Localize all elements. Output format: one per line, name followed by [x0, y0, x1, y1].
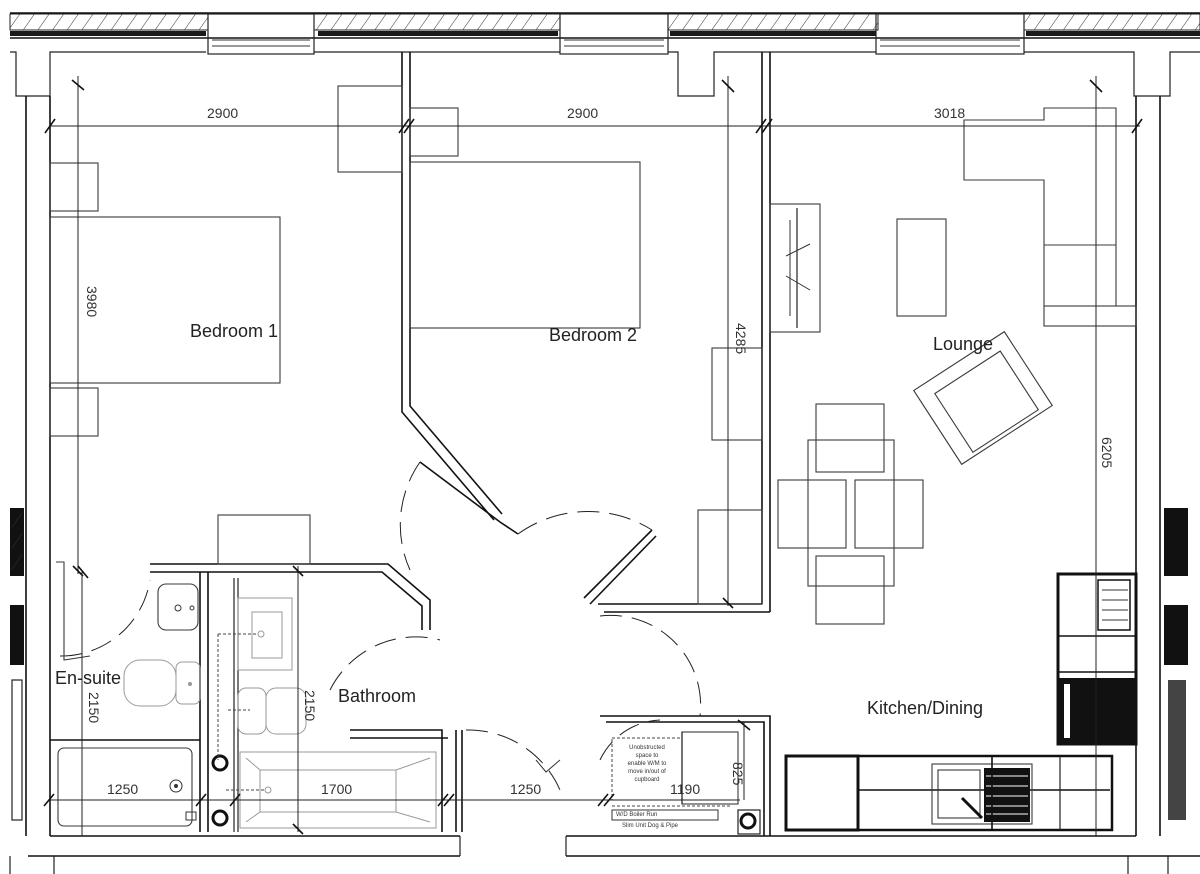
armchair — [912, 330, 1054, 466]
room-label-lounge: Lounge — [933, 334, 993, 354]
svg-text:enable W/M to: enable W/M to — [628, 761, 667, 767]
dim-label-bedroom2-width: 2900 — [567, 105, 598, 121]
room-label-ensuite: En-suite — [55, 668, 121, 688]
svg-text:move in/out of: move in/out of — [628, 769, 666, 775]
coffee-table — [896, 218, 947, 317]
toilet — [123, 659, 177, 707]
room-label-bedroom2: Bedroom 2 — [549, 325, 637, 345]
wardrobe — [337, 85, 403, 173]
dim-label-bath-width: 1700 — [321, 781, 352, 797]
dimension-lines — [43, 76, 1143, 836]
svg-text:cupboard: cupboard — [634, 777, 659, 783]
cupboard — [611, 731, 761, 835]
bedside-table — [49, 387, 99, 437]
dim-label-bedroom1-depth: 3980 — [84, 286, 100, 317]
sink — [931, 763, 1033, 825]
external-wall-top — [9, 12, 1200, 39]
wardrobe — [697, 509, 763, 605]
svg-text:space to: space to — [636, 753, 659, 759]
dim-label-cupboard-depth: 825 — [730, 762, 746, 786]
room-label-kitchen-dining: Kitchen/Dining — [867, 698, 983, 718]
bed — [49, 216, 281, 384]
toilet — [237, 687, 267, 735]
dining-chair — [815, 403, 885, 473]
dining-chair — [777, 479, 847, 549]
dining-chair — [854, 479, 924, 549]
cupboard-note: Unobstructed space to enable W/M to move… — [628, 745, 667, 783]
corner-sofa — [963, 107, 1117, 307]
dim-label-bedroom2-depth: 4285 — [733, 323, 749, 354]
dim-label-cupboard-width: 1190 — [670, 781, 700, 797]
dim-label-ensuite-shower-width: 1250 — [107, 781, 138, 797]
room-label-bathroom: Bathroom — [338, 686, 416, 706]
windows — [207, 13, 1025, 55]
ensuite-fixtures — [50, 561, 229, 827]
bedside-table — [49, 162, 99, 212]
door-swings — [59, 461, 702, 791]
external-walls-sides — [10, 96, 1188, 836]
services-note: W/D Boiler Run Slim Unit Dog & Pipe — [616, 812, 679, 829]
oven — [1058, 678, 1136, 744]
tv-unit — [769, 203, 821, 333]
bedside-table — [409, 107, 459, 157]
internal-walls — [150, 52, 771, 836]
bed — [409, 161, 641, 329]
dim-label-lounge-depth: 6205 — [1099, 437, 1115, 468]
external-wall-bottom — [9, 835, 1200, 874]
dim-label-bedroom1-width: 2900 — [207, 105, 238, 121]
basin — [157, 583, 199, 631]
drawers — [711, 347, 763, 441]
shower-tray — [57, 747, 193, 827]
basin — [237, 597, 293, 671]
dining-chair — [815, 555, 885, 625]
lounge-furniture — [769, 107, 1137, 625]
room-label-bedroom1: Bedroom 1 — [190, 321, 278, 341]
dim-label-ensuite-depth: 2150 — [86, 692, 102, 723]
svg-text:Slim Unit Dog & Pipe: Slim Unit Dog & Pipe — [622, 823, 679, 829]
svg-text:W/D Boiler Run: W/D Boiler Run — [616, 812, 657, 818]
bathroom-fixtures — [217, 597, 437, 829]
dim-label-lounge-width: 3018 — [934, 105, 965, 121]
bath — [239, 751, 437, 829]
kitchen-units — [784, 572, 1138, 832]
worktop — [784, 754, 1114, 832]
svg-text:Unobstructed: Unobstructed — [629, 745, 665, 751]
dim-label-hall-width: 1250 — [510, 781, 541, 797]
dining-table — [807, 439, 895, 587]
dim-label-bathroom-depth: 2150 — [302, 690, 318, 721]
bedroom2-furniture — [409, 107, 763, 605]
desk — [217, 514, 311, 565]
